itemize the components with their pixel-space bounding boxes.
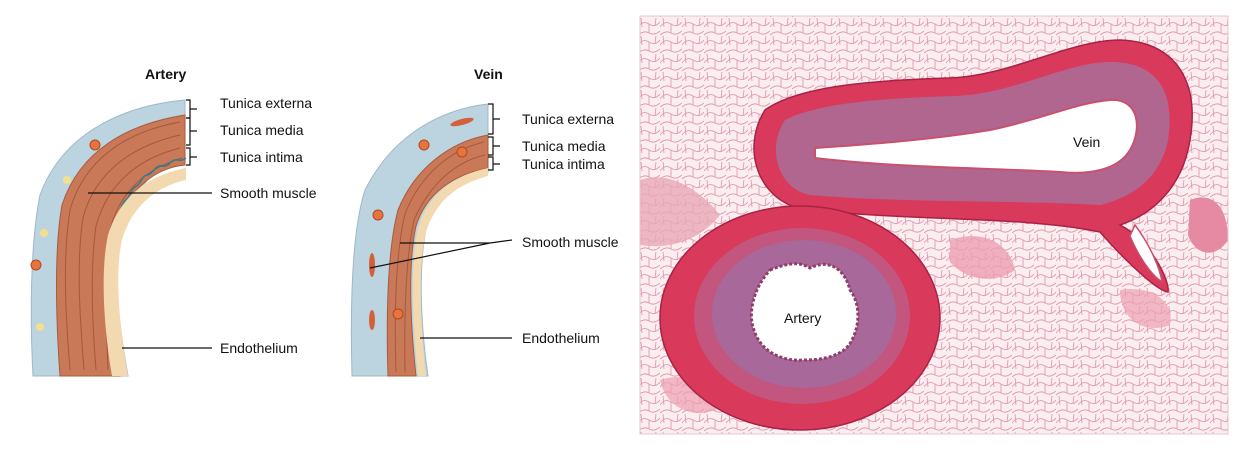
artery-bracket-externa (186, 99, 197, 119)
micrograph-vein: Vein (753, 39, 1193, 293)
vein-fibroblast (369, 253, 375, 277)
vein-leader-smooth-muscle (369, 239, 513, 269)
micrograph-artery-label: Artery (784, 310, 821, 326)
vein-bracket-media (488, 136, 500, 156)
vein-bracket-intima (488, 156, 500, 171)
vein-muscle-fibers (394, 141, 486, 373)
artery-cell (40, 229, 48, 237)
vein-endothelium-layer (412, 168, 488, 376)
vein-label-tunica-media: Tunica media (522, 138, 606, 154)
micrograph-panel: Vein Artery (640, 16, 1228, 434)
artery-title: Artery (145, 66, 186, 82)
artery-cell (89, 139, 101, 151)
vein-cell (456, 146, 468, 158)
vein-cell (418, 139, 430, 151)
vein-label-endothelium: Endothelium (522, 330, 600, 346)
artery-label-tunica-intima: Tunica intima (220, 149, 303, 165)
vein-label-tunica-intima: Tunica intima (522, 156, 605, 172)
vein-tunica-media-layer (386, 134, 489, 377)
vein-lumen (814, 98, 1138, 174)
vein-fibroblast (369, 310, 375, 330)
connective-tissue (950, 236, 1015, 279)
artery-cell (36, 323, 44, 331)
connective-tissue (640, 177, 720, 247)
artery-label-tunica-externa: Tunica externa (220, 95, 312, 111)
artery-cell (30, 259, 42, 271)
artery-label-smooth-muscle: Smooth muscle (220, 185, 317, 201)
artery-bracket-intima (186, 147, 197, 166)
artery-bracket-media (186, 117, 197, 146)
vein-label-smooth-muscle: Smooth muscle (522, 234, 619, 250)
micrograph-vein-label: Vein (1073, 134, 1100, 150)
artery-label-tunica-media: Tunica media (220, 122, 304, 138)
vein-cell (392, 308, 404, 320)
artery-endothelium-layer (103, 168, 186, 376)
artery-lumen (749, 262, 860, 362)
artery-cell (63, 176, 71, 184)
artery-diagram: Artery Tunica externa Tunica media Tunic… (30, 66, 317, 377)
vein-label-tunica-externa: Tunica externa (522, 111, 614, 127)
micrograph-frame (639, 15, 1229, 435)
vein-fibroblast (450, 117, 474, 127)
vein-cell (372, 209, 384, 221)
connective-tissue (1120, 289, 1171, 329)
connective-tissue (1188, 197, 1228, 253)
vein-title: Vein (474, 66, 503, 82)
artery-label-endothelium: Endothelium (220, 340, 298, 356)
vein-diagram: Vein Tunica externa Tunica media Tunica … (350, 66, 619, 377)
vein-bracket-externa (488, 103, 500, 135)
vein-branch-lumen (1129, 223, 1163, 284)
micrograph-artery: Artery (659, 205, 941, 431)
